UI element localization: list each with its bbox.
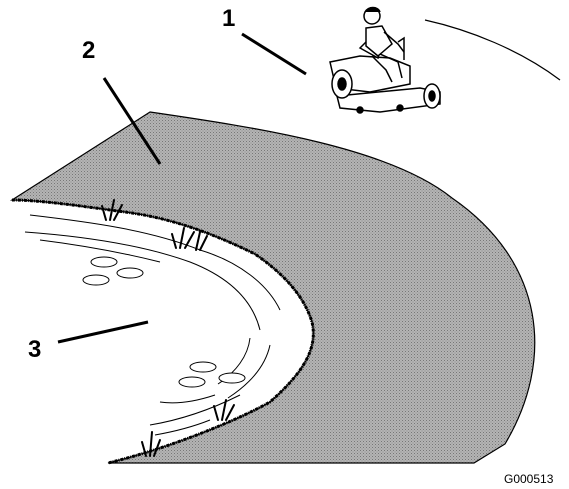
grass-tuft-icon [171,227,195,249]
ripple-icon [82,274,110,286]
figure-id-label: G000513 [504,472,554,486]
grass-tuft-icon [213,399,235,421]
ripple-line [39,239,161,263]
ripple-line [154,419,211,436]
callout-label-3: 3 [28,336,41,363]
leader-line-3 [57,320,149,344]
ripple-line [24,231,261,331]
ripple-ovals [82,256,246,388]
ripple-icon [90,256,118,268]
slope-area [9,111,536,464]
leader-lines [57,32,307,344]
grass-tuft-icon [141,431,161,457]
ripple-icon [218,372,246,384]
leader-line-2 [102,77,162,165]
ripple-line [159,394,216,404]
grass-tuft-icon [195,231,208,251]
path-edge-line [424,19,561,81]
ripple-line [227,344,271,399]
ripple-icon [178,376,206,388]
grass-tuft-icon [101,199,123,221]
ripple-icon [116,267,144,279]
callout-label-2: 2 [82,37,95,64]
shoreline-edge [11,198,315,465]
ripple-line [29,214,281,311]
grass-tufts [101,199,235,457]
callout-label-1: 1 [222,5,235,32]
ripple-icon [189,361,217,373]
ripple-line [149,394,241,426]
riding-mower-icon [329,6,441,114]
leader-line-1 [241,32,307,76]
